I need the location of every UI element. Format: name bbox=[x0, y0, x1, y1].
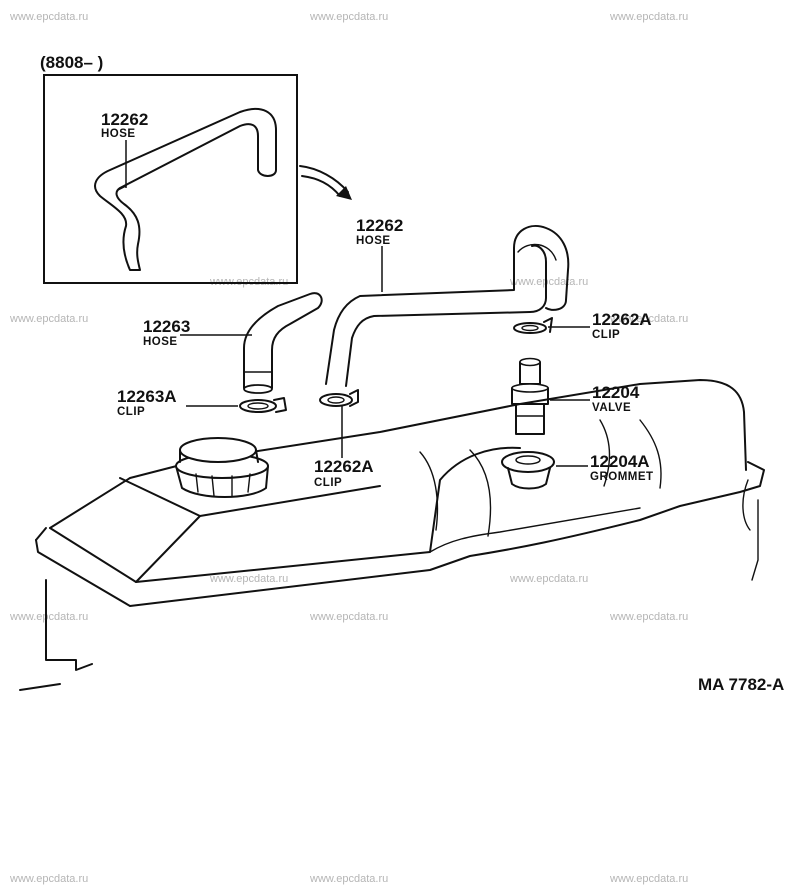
clip-left-number: 12263A bbox=[117, 387, 177, 406]
clip-right-number: 12262A bbox=[592, 310, 652, 329]
watermark: www.epcdata.ru bbox=[209, 573, 288, 585]
clip-mid-name: CLIP bbox=[314, 477, 342, 489]
head-cover-drawing bbox=[19, 379, 765, 691]
inset-date-label: (8808– ) bbox=[40, 53, 103, 72]
watermark: www.epcdata.ru bbox=[309, 873, 388, 885]
inset-hose-name: HOSE bbox=[101, 128, 136, 140]
inset-hose-number: 12262 bbox=[101, 110, 148, 129]
watermark: www.epcdata.ru bbox=[609, 11, 688, 23]
diagram-code: MA 7782-A bbox=[698, 675, 784, 694]
watermarks: www.epcdata.ru www.epcdata.ru www.epcdat… bbox=[9, 11, 688, 885]
watermark: www.epcdata.ru bbox=[9, 611, 88, 623]
hose-main-number: 12262 bbox=[356, 216, 403, 235]
inset-hose-drawing bbox=[94, 107, 277, 271]
watermark: www.epcdata.ru bbox=[609, 313, 688, 325]
hose-left-name: HOSE bbox=[143, 336, 178, 348]
main-hose-drawing bbox=[325, 225, 570, 387]
left-clip-drawing bbox=[239, 397, 287, 413]
inset-arrow bbox=[299, 165, 352, 200]
clip-left-name: CLIP bbox=[117, 406, 145, 418]
grommet-name: GROMMET bbox=[590, 471, 654, 483]
watermark: www.epcdata.ru bbox=[309, 11, 388, 23]
right-clip-drawing bbox=[513, 317, 553, 334]
grommet-drawing bbox=[501, 451, 555, 490]
watermark: www.epcdata.ru bbox=[509, 573, 588, 585]
valve-name: VALVE bbox=[592, 402, 631, 414]
valve-drawing bbox=[511, 357, 549, 435]
watermark: www.epcdata.ru bbox=[509, 276, 588, 288]
hose-main-name: HOSE bbox=[356, 235, 391, 247]
valve-number: 12204 bbox=[592, 383, 640, 402]
left-hose-drawing bbox=[243, 292, 323, 394]
clip-right-name: CLIP bbox=[592, 329, 620, 341]
inset-frame bbox=[43, 74, 298, 284]
watermark: www.epcdata.ru bbox=[609, 873, 688, 885]
middle-clip-drawing bbox=[319, 389, 359, 407]
oil-cap-drawing bbox=[175, 437, 269, 498]
watermark: www.epcdata.ru bbox=[9, 313, 88, 325]
hose-left-number: 12263 bbox=[143, 317, 190, 336]
grommet-number: 12204A bbox=[590, 452, 650, 471]
watermark: www.epcdata.ru bbox=[609, 611, 688, 623]
watermark: www.epcdata.ru bbox=[9, 873, 88, 885]
watermark: www.epcdata.ru bbox=[9, 11, 88, 23]
clip-mid-number: 12262A bbox=[314, 457, 374, 476]
watermark: www.epcdata.ru bbox=[309, 611, 388, 623]
